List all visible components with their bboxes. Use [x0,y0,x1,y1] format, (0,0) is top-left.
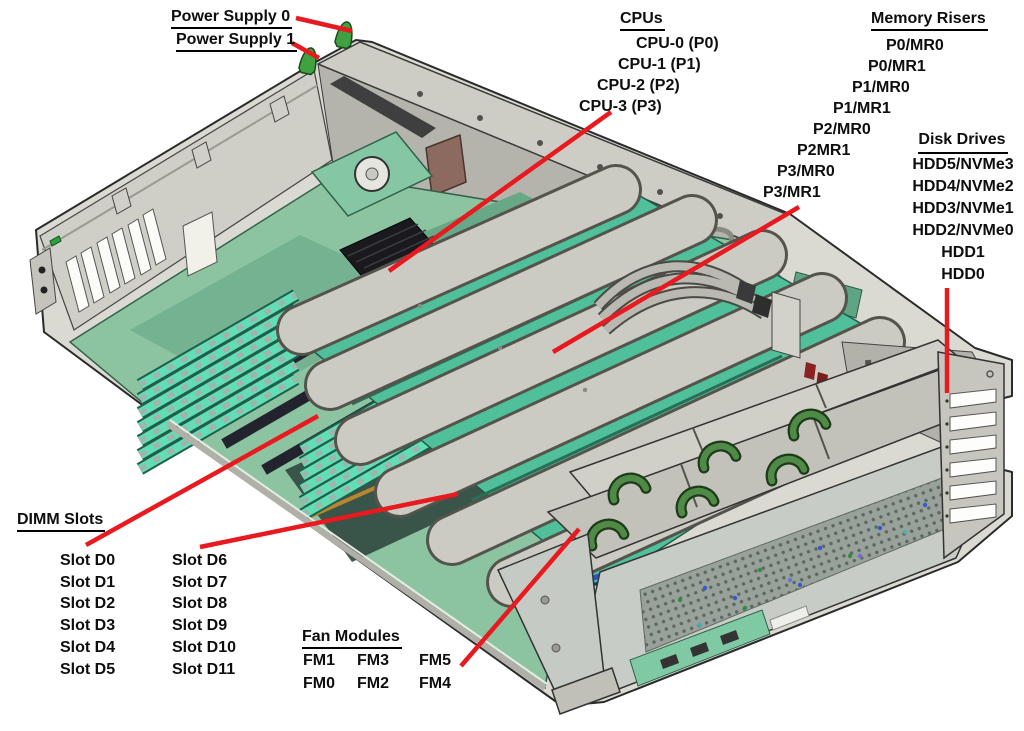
label-hdd0: HDD0 [941,266,985,283]
label-cpu-2: CPU-2 (P2) [597,77,680,94]
label-hdd5: HDD5/NVMe3 [912,156,1014,173]
label-slot-d1: Slot D1 [60,573,116,591]
label-hdd1: HDD1 [941,244,985,261]
fan-handles [585,408,832,552]
label-fm2: FM2 [357,675,389,692]
label-fm1: FM1 [303,652,335,669]
label-slot-d9: Slot D9 [172,617,228,635]
dimm-column-1: Slot D0 Slot D1 Slot D2 Slot D3 Slot D4 … [60,550,115,680]
label-power-supply-0: Power Supply 0 [171,8,293,30]
riser-card [182,211,218,277]
label-hdd2: HDD2/NVMe0 [912,222,1014,239]
label-cpus-title: CPUs [620,10,665,32]
label-slot-d3: Slot D3 [60,617,116,635]
label-slot-d11: Slot D11 [172,660,236,678]
label-cpu-1: CPU-1 (P1) [618,56,701,73]
disk-drives-column: Disk Drives HDD5/NVMe3 HDD4/NVMe2 HDD3/N… [863,129,1024,286]
label-mr-p0mr0: P0/MR0 [886,37,944,54]
label-fan-modules-title: Fan Modules [302,628,402,650]
rear-led [49,235,62,247]
label-disk-drives-title: Disk Drives [863,129,1024,154]
label-mr-p2mr0: P2/MR0 [813,121,871,138]
label-slot-d5: Slot D5 [60,660,116,678]
disk-bay [937,351,1005,560]
label-slot-d0: Slot D0 [60,552,116,569]
label-mr-p1mr0: P1/MR0 [852,79,910,96]
label-memory-risers-title: Memory Risers [871,10,988,32]
label-slot-d6: Slot D6 [172,552,228,569]
label-slot-d7: Slot D7 [172,573,228,591]
label-mr-p0mr1: P0/MR1 [868,58,926,75]
label-hdd4: HDD4/NVMe2 [912,178,1014,195]
label-fm3: FM3 [357,652,389,669]
dimm-column-2: Slot D6 Slot D7 Slot D8 Slot D9 Slot D10… [172,550,236,680]
label-fm5: FM5 [419,652,451,669]
label-hdd3: HDD3/NVMe1 [912,200,1014,217]
label-mr-p1mr1: P1/MR1 [833,100,891,117]
label-cpu-3: CPU-3 (P3) [579,98,662,115]
label-mr-p2mr1: P2MR1 [797,142,851,159]
label-slot-d8: Slot D8 [172,595,228,613]
fan-glow-dots [677,502,928,628]
rear-wall [29,69,333,331]
label-slot-d2: Slot D2 [60,595,116,613]
label-power-supply-1: Power Supply 1 [176,31,298,53]
label-mr-p3mr0: P3/MR0 [777,163,835,180]
label-slot-d10: Slot D10 [172,638,237,656]
label-slot-d4: Slot D4 [60,638,116,656]
label-dimm-slots-title: DIMM Slots [17,511,106,533]
label-cpu-0: CPU-0 (P0) [636,35,719,52]
fan-deck [546,339,1000,559]
label-fm0: FM0 [303,675,335,692]
label-fm4: FM4 [419,675,451,692]
label-mr-p3mr1: P3/MR1 [763,184,821,201]
